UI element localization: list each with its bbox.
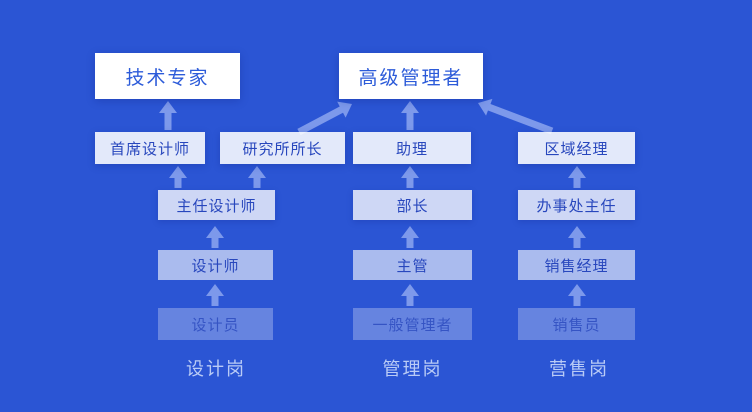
node-chief-designer-label: 首席设计师 xyxy=(109,140,190,158)
arrow-regional-manager-to-senior-manager xyxy=(478,98,554,135)
arrow-office-director-to-regional-manager xyxy=(568,166,586,188)
node-senior-manager-label: 高级管理者 xyxy=(358,67,464,89)
node-office-director-label: 办事处主任 xyxy=(536,197,617,215)
arrow-director-designer-to-institute-director xyxy=(248,166,266,188)
node-design-staff-label: 设计员 xyxy=(191,316,240,334)
arrow-chief-designer-to-tech-expert xyxy=(159,101,177,130)
node-designer-label: 设计师 xyxy=(191,257,240,275)
arrow-supervisor-to-minister xyxy=(401,226,419,248)
node-regional-manager-label: 区域经理 xyxy=(544,140,609,158)
node-tech-expert: 技术专家 xyxy=(95,53,240,99)
arrow-director-designer-to-chief-designer xyxy=(169,166,187,188)
arrow-designer-to-director-designer xyxy=(206,226,224,248)
node-supervisor-label: 主管 xyxy=(396,257,429,275)
node-institute-director-label: 研究所所长 xyxy=(242,140,323,158)
node-tech-expert-label: 技术专家 xyxy=(125,67,210,89)
node-senior-manager: 高级管理者 xyxy=(339,53,483,99)
column-label-design: 设计岗 xyxy=(186,359,246,379)
arrow-minister-to-assistant xyxy=(401,166,419,188)
arrow-design-staff-to-designer xyxy=(206,284,224,306)
arrow-salesperson-to-sales-manager xyxy=(568,284,586,306)
node-minister-label: 部长 xyxy=(396,197,429,215)
node-design-staff: 设计员 xyxy=(158,308,273,340)
node-office-director: 办事处主任 xyxy=(518,190,635,220)
node-salesperson-label: 销售员 xyxy=(552,316,601,334)
node-institute-director: 研究所所长 xyxy=(220,132,345,164)
arrow-assistant-to-senior-manager xyxy=(401,101,419,130)
column-label-management: 管理岗 xyxy=(382,359,443,379)
node-general-manager-label: 一般管理者 xyxy=(372,316,453,334)
node-sales-manager: 销售经理 xyxy=(518,250,635,280)
node-general-manager: 一般管理者 xyxy=(353,308,472,340)
node-sales-manager-label: 销售经理 xyxy=(544,257,609,275)
node-minister: 部长 xyxy=(353,190,472,220)
node-director-designer: 主任设计师 xyxy=(158,190,275,220)
node-assistant: 助理 xyxy=(353,132,471,164)
node-director-designer-label: 主任设计师 xyxy=(176,197,257,215)
node-regional-manager: 区域经理 xyxy=(518,132,635,164)
arrow-sales-manager-to-office-director xyxy=(568,226,586,248)
node-salesperson: 销售员 xyxy=(518,308,635,340)
node-supervisor: 主管 xyxy=(353,250,472,280)
column-label-sales: 营售岗 xyxy=(549,359,609,379)
arrow-institute-director-to-senior-manager xyxy=(297,101,352,136)
node-assistant-label: 助理 xyxy=(395,140,428,158)
node-chief-designer: 首席设计师 xyxy=(95,132,205,164)
arrow-general-manager-to-supervisor xyxy=(401,284,419,306)
node-designer: 设计师 xyxy=(158,250,273,280)
